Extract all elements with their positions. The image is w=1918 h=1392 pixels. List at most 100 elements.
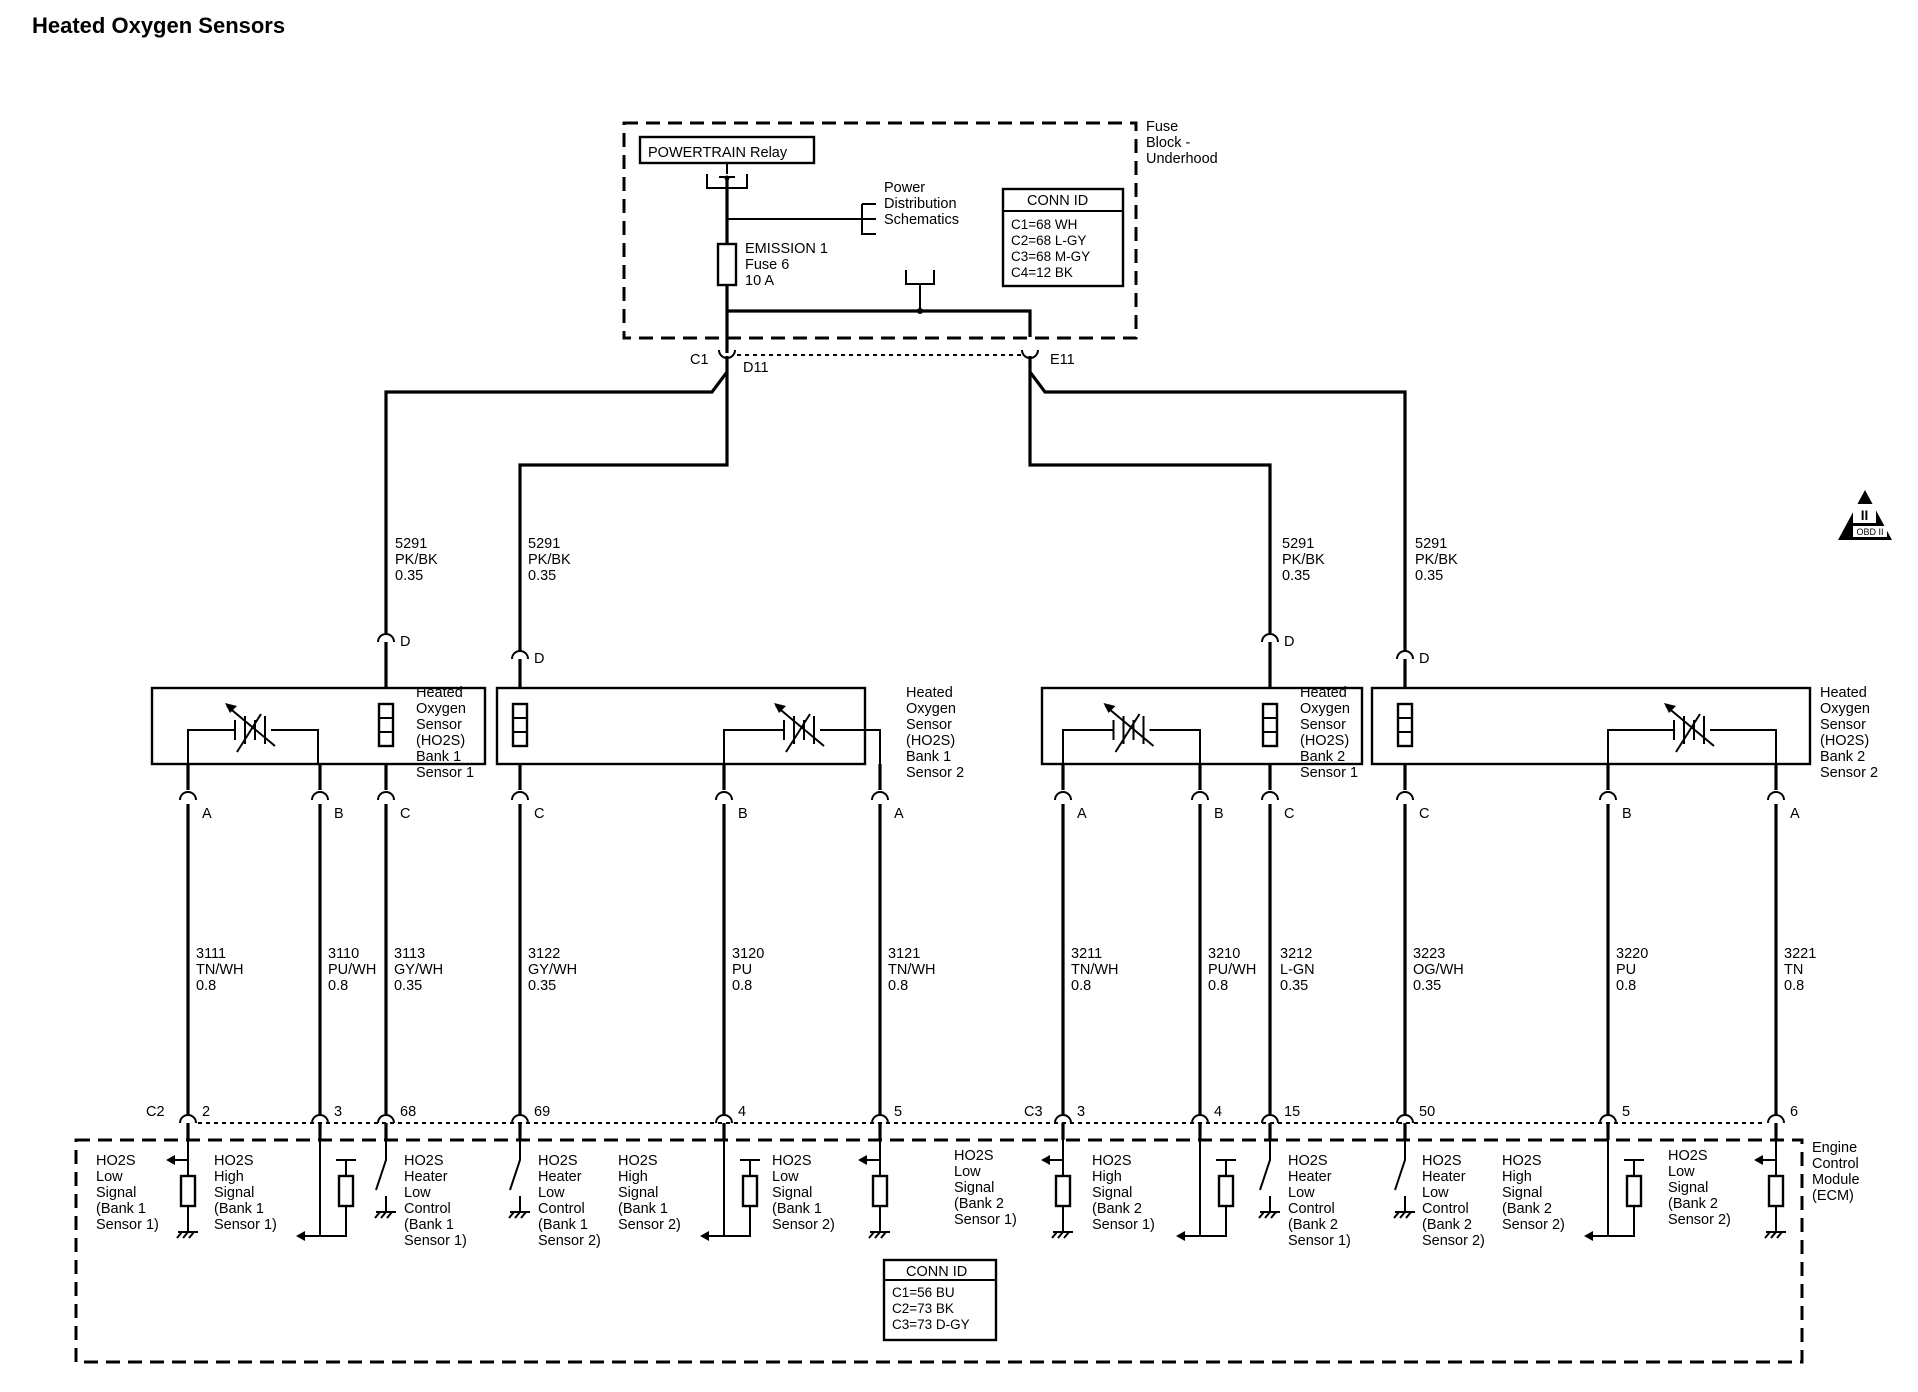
pin-label: B xyxy=(1214,806,1224,822)
resistor-icon xyxy=(858,1140,890,1239)
connector-c2-label: C2 xyxy=(146,1104,165,1120)
resistor-icon xyxy=(166,1140,198,1239)
fuse-block: Fuse Block - Underhood POWERTRAIN Relay … xyxy=(622,119,1218,376)
fuse-label: EMISSION 1 Fuse 6 10 A xyxy=(745,241,832,289)
resistor-icon xyxy=(296,1140,356,1241)
pin-label: C xyxy=(400,806,410,822)
pin-label: B xyxy=(1622,806,1632,822)
ecm-pin-label: 4 xyxy=(738,1104,746,1120)
sensor-element-icon xyxy=(1607,703,1777,764)
ecm-pin-label: 68 xyxy=(400,1104,416,1120)
switch-icon xyxy=(374,1140,396,1219)
pin-label: C xyxy=(1284,806,1294,822)
pin-label: B xyxy=(334,806,344,822)
svg-text:CONN ID: CONN ID xyxy=(906,1264,967,1280)
pin-label: C xyxy=(1419,806,1429,822)
switch-icon xyxy=(1258,1140,1280,1219)
connector-e11-label: E11 xyxy=(1050,352,1075,368)
pin-label: A xyxy=(894,806,904,822)
pin-label: A xyxy=(1077,806,1087,822)
ecm-pin-label: 69 xyxy=(534,1104,550,1120)
power-distribution-label: Power Distribution Schematics xyxy=(884,180,961,228)
resistor-icon xyxy=(1754,1140,1786,1239)
ecm-pin-label: 5 xyxy=(1622,1104,1630,1120)
obd-ii-icon: II OBD II xyxy=(1838,490,1892,540)
heater-icon xyxy=(1261,702,1279,748)
ecm-pin-label: 3 xyxy=(334,1104,342,1120)
pin-label: D xyxy=(1284,634,1294,650)
connector-c3-label: C3 xyxy=(1024,1104,1043,1120)
ecm-pin-label: 15 xyxy=(1284,1104,1300,1120)
fuse-conn-id-table xyxy=(1001,187,1125,288)
page-title: Heated Oxygen Sensors xyxy=(32,13,285,38)
sensor-element-icon xyxy=(1062,703,1201,764)
resistor-icon xyxy=(1176,1140,1236,1241)
ecm-pin-label: 5 xyxy=(894,1104,902,1120)
powertrain-relay-label: POWERTRAIN Relay xyxy=(648,145,788,161)
ecm-pin-label: 4 xyxy=(1214,1104,1222,1120)
heater-icon xyxy=(511,702,529,748)
fuse-block-label: Fuse Block - Underhood xyxy=(1146,119,1218,167)
pin-label: A xyxy=(202,806,212,822)
svg-text:C1=68 WH C2=68 L-GY: C1=68 WH C2=68 L-GY C3=68 M-GY C4=12 BK xyxy=(1011,217,1094,280)
ecm-conn-id-table xyxy=(882,1258,998,1342)
svg-text:OBD II: OBD II xyxy=(1856,527,1883,537)
switch-icon xyxy=(1393,1140,1415,1219)
switch-icon xyxy=(508,1140,530,1219)
ecm-pin-label: 50 xyxy=(1419,1104,1435,1120)
resistor-icon xyxy=(1584,1140,1644,1241)
sensor-element-icon xyxy=(187,703,319,764)
connector-d11-label: D11 xyxy=(743,360,769,376)
resistor-icon xyxy=(700,1140,760,1241)
fuse-icon xyxy=(716,242,738,287)
pin-label: D xyxy=(400,634,410,650)
ecm-pin-label: 6 xyxy=(1790,1104,1798,1120)
ecm-pin-label: 2 xyxy=(202,1104,210,1120)
sensor-element-icon xyxy=(723,703,881,764)
svg-text:II: II xyxy=(1861,508,1869,523)
pin-label: A xyxy=(1790,806,1800,822)
svg-text:CONN ID: CONN ID xyxy=(1027,193,1088,209)
ecm-pin-label: 3 xyxy=(1077,1104,1085,1120)
